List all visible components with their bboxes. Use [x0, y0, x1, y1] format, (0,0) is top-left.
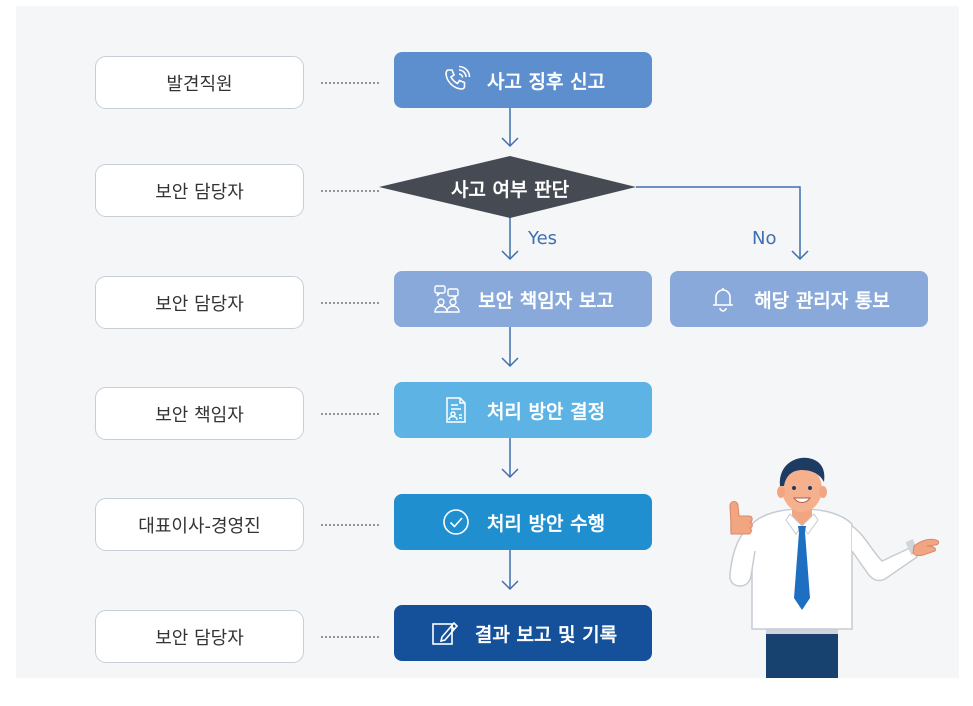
step-final-report: 결과 보고 및 기록 — [394, 605, 652, 661]
step-execute-plan: 처리 방안 수행 — [394, 494, 652, 550]
role-security-officer: 보안 책임자 — [95, 387, 304, 440]
edit-icon — [429, 618, 459, 648]
step-report-sign: 사고 징후 신고 — [394, 52, 652, 108]
dotted-connector — [321, 190, 379, 192]
phone-icon — [441, 65, 471, 95]
dotted-connector — [321, 524, 379, 526]
chat-people-icon — [432, 284, 462, 314]
role-security-staff-1: 보안 담당자 — [95, 164, 304, 217]
step-report-sign-label: 사고 징후 신고 — [486, 70, 606, 93]
decision-diamond — [379, 156, 636, 218]
step-notify-manager-label: 해당 관리자 통보 — [754, 289, 890, 312]
step-notify-manager: 해당 관리자 통보 — [670, 271, 928, 327]
dotted-connector — [321, 82, 379, 84]
flow-lines — [379, 106, 809, 591]
dotted-connector — [321, 302, 379, 304]
step-decide-plan-label: 처리 방안 결정 — [486, 400, 606, 423]
role-ceo-executives: 대표이사-경영진 — [95, 498, 304, 551]
businessman-illustration — [729, 457, 939, 678]
no-branch-label: No — [752, 228, 777, 249]
role-discoverer: 발견직원 — [95, 56, 304, 109]
step-report-officer-label: 보안 책임자 보고 — [478, 289, 614, 312]
dotted-connector — [321, 636, 379, 638]
document-icon — [441, 395, 471, 425]
role-security-staff-2: 보안 담당자 — [95, 276, 304, 329]
bell-icon — [708, 284, 738, 314]
step-final-report-label: 결과 보고 및 기록 — [474, 623, 618, 646]
step-execute-plan-label: 처리 방안 수행 — [486, 512, 606, 535]
role-security-staff-3: 보안 담당자 — [95, 610, 304, 663]
step-decide-plan: 처리 방안 결정 — [394, 382, 652, 438]
decision-label: 사고 여부 판단 — [450, 179, 570, 201]
dotted-connector — [321, 413, 379, 415]
step-report-officer: 보안 책임자 보고 — [394, 271, 652, 327]
check-circle-icon — [441, 507, 471, 537]
yes-branch-label: Yes — [528, 228, 558, 249]
flowchart-canvas: 발견직원 보안 담당자 보안 담당자 보안 책임자 대표이사-경영진 보안 담당… — [16, 6, 959, 678]
